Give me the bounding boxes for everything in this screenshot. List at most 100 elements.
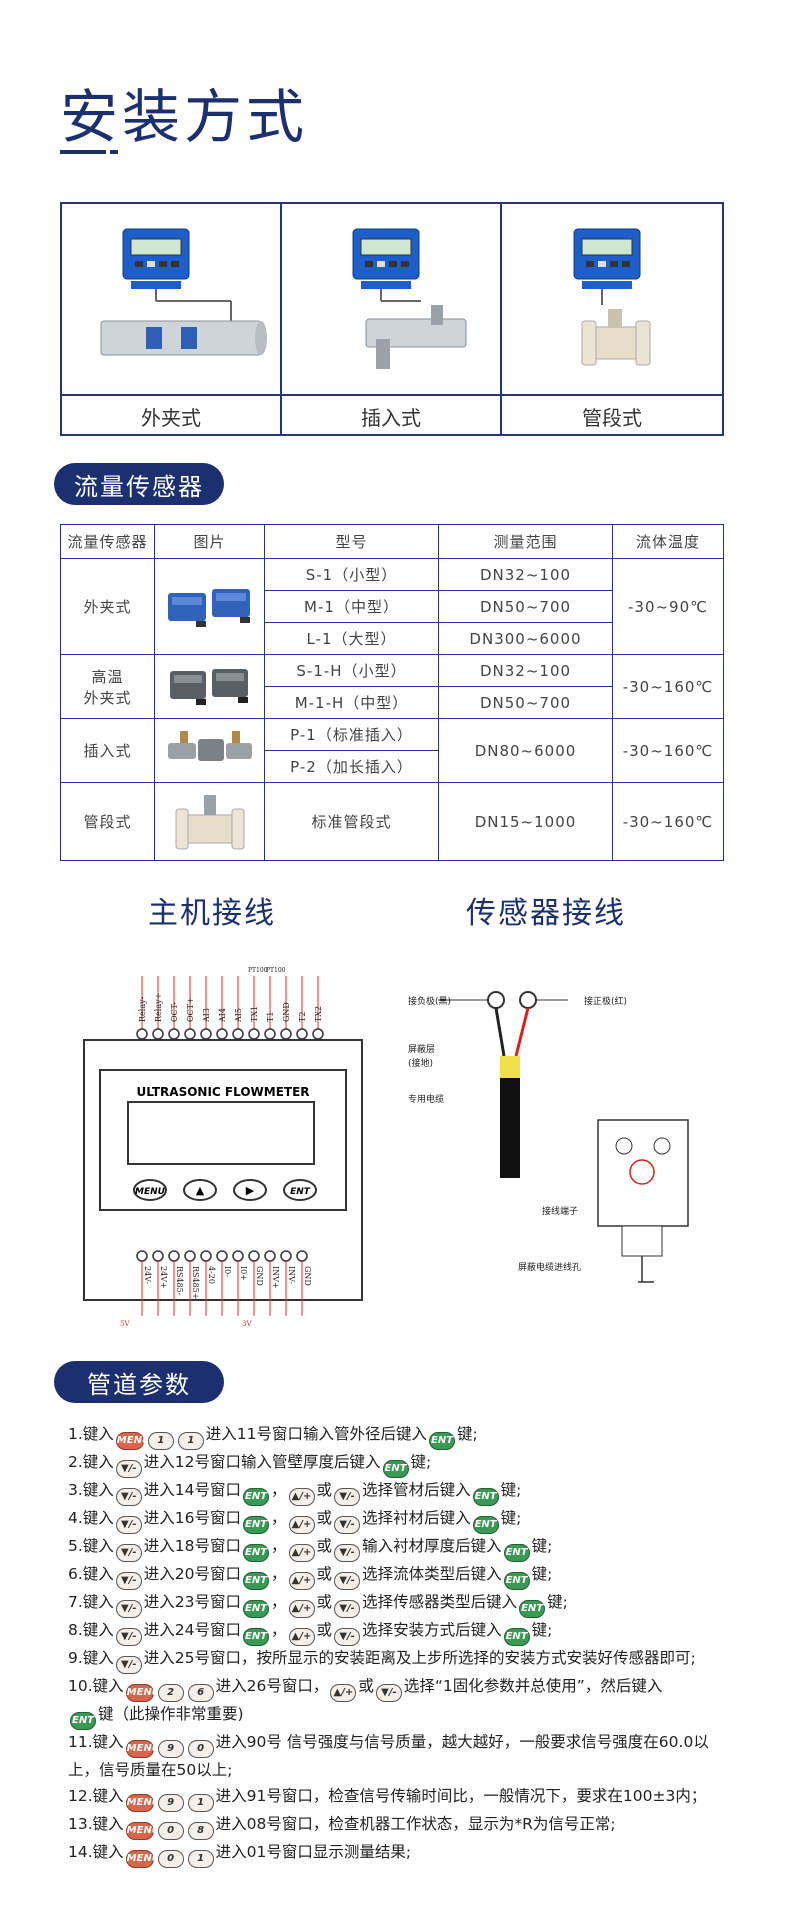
number-key-icon: 9: [157, 1740, 184, 1758]
sensor-type: 外夹式: [60, 558, 155, 655]
step-text: 2.键入: [68, 1453, 114, 1471]
sensor-temp: -30~90℃: [612, 558, 724, 655]
step-text: 键;: [410, 1453, 432, 1471]
step-text: 进入14号窗口: [143, 1481, 242, 1499]
number-key-icon: 2: [157, 1684, 184, 1702]
menu-key-icon: MENU: [125, 1684, 160, 1702]
up-key-icon: ▲/+: [288, 1488, 315, 1506]
step-text: 键;: [500, 1509, 522, 1527]
step-text: 选择衬材后键入: [362, 1509, 471, 1527]
number-key-icon: 1: [187, 1793, 214, 1812]
sensor-temp: -30~160℃: [612, 718, 724, 783]
step-text: 选择传感器类型后键入: [362, 1593, 518, 1611]
ent-key-icon: ENT: [429, 1432, 456, 1450]
sensor-image-clamp: [154, 558, 265, 655]
sensor-wiring-label: 专用电缆: [408, 1093, 444, 1105]
step-text: ，: [271, 1481, 287, 1499]
pt100-label: PT100: [266, 967, 286, 974]
spool-image: [502, 204, 722, 396]
title-underline: [60, 150, 106, 154]
step-text: 或: [316, 1509, 333, 1527]
step-text: 11.键入: [68, 1733, 124, 1751]
step-text: 输入衬材厚度后键入: [362, 1537, 502, 1555]
down-key-icon: ▼/-: [334, 1544, 361, 1562]
down-key-icon: ▼/-: [115, 1516, 142, 1534]
step-text: 10.键入: [68, 1677, 124, 1695]
step-text: 进入91号窗口，检查信号传输时间比，一般情况下，要求在100±3内；: [215, 1786, 707, 1805]
menu-key-icon: MENU: [115, 1432, 150, 1450]
top-terminal-label: T2: [298, 1012, 307, 1022]
step-text: 1.键入: [68, 1425, 114, 1443]
step-text: 14.键入: [68, 1842, 124, 1861]
sensor-temp: -30~160℃: [612, 654, 724, 719]
down-key-icon: ▼/-: [115, 1628, 142, 1646]
step-text: 键;: [531, 1565, 553, 1583]
ent-key-icon: ENT: [503, 1544, 530, 1562]
bottom-terminal-label: 24V-: [143, 1266, 152, 1284]
section-pill-sensor: 流量传感器: [54, 463, 224, 505]
ent-key-icon: ENT: [503, 1628, 530, 1646]
step-text: ，: [271, 1509, 287, 1527]
number-key-icon: 1: [177, 1432, 204, 1450]
step-text: 6.键入: [68, 1565, 114, 1583]
bottom-terminal-label: 4-20: [207, 1266, 216, 1284]
step-text: 选择流体类型后键入: [362, 1565, 502, 1583]
sensor-type-line: 高温: [91, 667, 124, 686]
down-key-icon: ▼/-: [115, 1488, 142, 1506]
ent-key-icon: ENT: [243, 1572, 270, 1590]
ent-key-icon: ENT: [472, 1488, 499, 1506]
sensor-wiring-title: 传感器接线: [466, 896, 626, 931]
down-key-icon: ▼/-: [115, 1460, 142, 1478]
sensor-model: P-1（标准插入）: [264, 718, 439, 751]
ent-key-icon: ENT: [243, 1544, 270, 1562]
sensor-type: 高温 外夹式: [60, 654, 155, 719]
sensor-wiring-label: 屏蔽层: [408, 1043, 435, 1055]
sensor-wiring-label: (接地): [408, 1057, 433, 1069]
step-text: 上，信号质量在50以上;: [68, 1761, 233, 1779]
sensor-range: DN300~6000: [438, 622, 613, 655]
step-text: 5.键入: [68, 1537, 114, 1555]
svg-text:ENT: ENT: [290, 1187, 311, 1197]
ent-key-icon: ENT: [503, 1572, 530, 1590]
sensor-type-line: 外夹式: [83, 688, 132, 707]
sensor-wiring-label: 屏蔽电缆进线孔: [518, 1261, 581, 1273]
step-text: 进入11号窗口输入管外径后键入: [205, 1425, 428, 1443]
down-key-icon: ▼/-: [115, 1572, 142, 1590]
top-terminal-label: TX2: [314, 1006, 323, 1022]
down-key-icon: ▼/-: [375, 1684, 402, 1702]
top-terminal-label: AI5: [234, 1008, 243, 1023]
bottom-terminal-label: GND: [303, 1266, 312, 1286]
step-text: 或: [358, 1677, 374, 1695]
step-text: 选择安装方式后键入: [362, 1621, 502, 1639]
sensor-range: DN32~100: [438, 654, 613, 687]
down-key-icon: ▼/-: [334, 1488, 361, 1506]
page-title: 安装方式: [60, 83, 309, 151]
sensor-table: 流量传感器 图片 型号 测量范围 流体温度 外夹式 S-1（小型） DN32~1…: [60, 524, 724, 861]
top-terminal-label: GND: [282, 1002, 291, 1022]
number-key-icon: 0: [157, 1849, 184, 1868]
step-text: 进入01号窗口显示测量结果;: [215, 1842, 412, 1861]
sensor-wiring-label: 接线端子: [542, 1205, 578, 1217]
number-key-icon: 0: [187, 1740, 214, 1758]
sensor-model: S-1（小型）: [264, 558, 439, 591]
bottom-extra-label: 5V: [120, 1320, 130, 1328]
sensor-wiring-label: 接正极(红): [584, 995, 627, 1007]
down-key-icon: ▼/-: [115, 1600, 142, 1618]
down-key-icon: ▼/-: [334, 1516, 361, 1534]
step-text: 键;: [500, 1481, 522, 1499]
bottom-terminal-label: INV-: [287, 1266, 296, 1284]
step-text: 4.键入: [68, 1509, 114, 1527]
step-text: 8.键入: [68, 1621, 114, 1639]
step-text: 或: [316, 1621, 333, 1639]
sensor-range: DN32~100: [438, 558, 613, 591]
install-label-text: 插入式: [361, 405, 421, 430]
clamp-on-image: [62, 204, 282, 396]
up-key-icon: ▲/+: [288, 1600, 315, 1618]
